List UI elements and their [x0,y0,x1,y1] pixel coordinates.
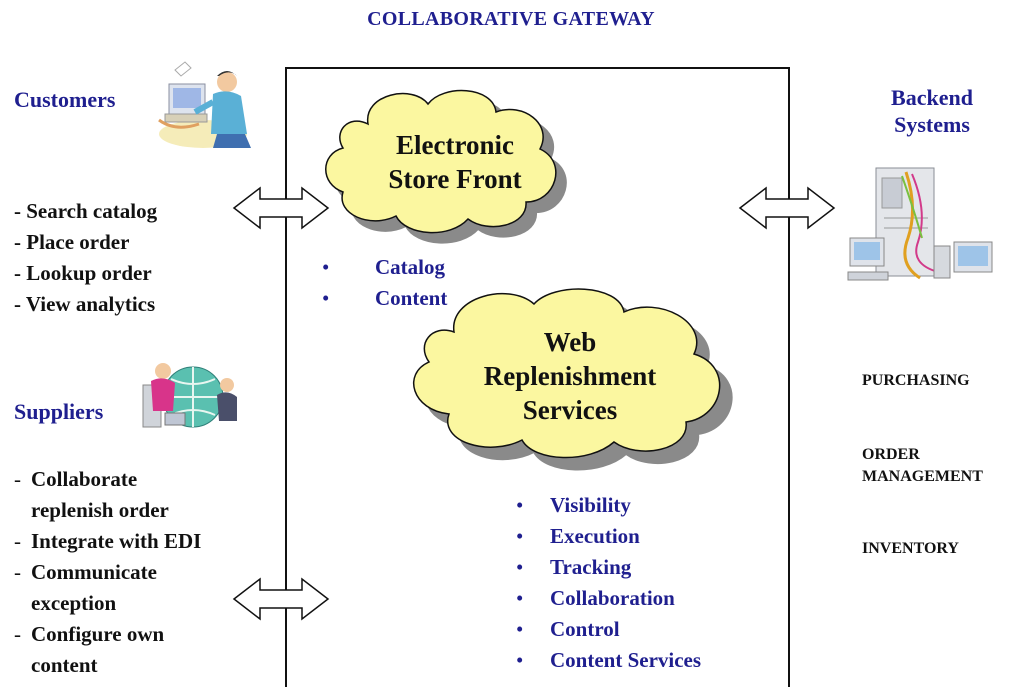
supplier-action: Configure own [31,622,165,646]
replenishment-line1: Web [543,327,597,357]
list-item: •Collaboration [516,586,675,610]
diagram-title: COLLABORATIVE GATEWAY [367,8,655,30]
replenishment-title: Web Replenishment Services [440,325,700,427]
replenishment-item: Content Services [550,648,702,672]
replenishment-item: Tracking [550,555,632,579]
supplier-action-cont: exception [31,591,117,615]
customer-at-computer-icon [158,61,251,148]
list-item: •Execution [516,524,640,548]
list-item: •Content [322,286,448,310]
replenishment-line3: Services [522,395,618,425]
list-item: •Control [516,617,620,641]
list-item: •Tracking [516,555,632,579]
replenishment-item: Visibility [550,493,631,517]
store-front-item: Content [375,286,448,310]
customer-action: - Search catalog [14,199,158,223]
supplier-action: Integrate with EDI [31,529,202,553]
replenishment-item: Execution [550,524,640,548]
customer-action: - Lookup order [14,261,152,285]
double-arrow-customers [232,186,330,230]
store-front-items: •Catalog •Content [322,252,447,314]
store-front-cloud [325,89,567,244]
backend-inventory: INVENTORY [862,540,959,557]
backend-management: MANAGEMENT [862,468,983,485]
list-item: •Catalog [322,255,445,279]
store-front-line1: Electronic [396,130,514,160]
suppliers-globe-icon [142,363,237,428]
customers-label: Customers [14,87,116,112]
store-front-title: Electronic Store Front [350,128,560,196]
backend-label: Backend Systems [880,84,984,138]
suppliers-label: Suppliers [14,399,104,424]
customer-action: - Place order [14,230,130,254]
store-front-item: Catalog [375,255,445,279]
bullet-dash: - [14,622,21,646]
customer-actions: - Search catalog - Place order - Lookup … [14,196,157,320]
replenishment-items: •Visibility •Execution •Tracking •Collab… [516,490,701,676]
backend-purchasing: PURCHASING [862,372,970,389]
list-item: •Visibility [516,493,631,517]
double-arrow-backend [738,186,836,230]
supplier-action: Communicate [31,560,157,584]
replenishment-item: Control [550,617,620,641]
backend-order: ORDER [862,446,920,463]
bullet-dash: - [14,529,21,553]
list-item: •Content Services [516,648,702,672]
backend-label-line1: Backend [891,85,973,110]
bullet-dash: - [14,560,21,584]
supplier-action: Collaborate [31,467,138,491]
backend-label-line2: Systems [894,112,970,137]
store-front-line2: Store Front [388,164,522,194]
supplier-action-cont: content [31,653,98,677]
replenishment-cloud [412,288,733,471]
replenishment-item: Collaboration [550,586,675,610]
bullet-dash: - [14,467,21,491]
replenishment-line2: Replenishment [483,361,657,391]
customer-action: - View analytics [14,292,156,316]
server-computers-icon [847,167,993,281]
supplier-action-cont: replenish order [31,498,169,522]
supplier-actions: -Collaborate replenish order -Integrate … [14,464,201,681]
double-arrow-suppliers [232,577,330,621]
